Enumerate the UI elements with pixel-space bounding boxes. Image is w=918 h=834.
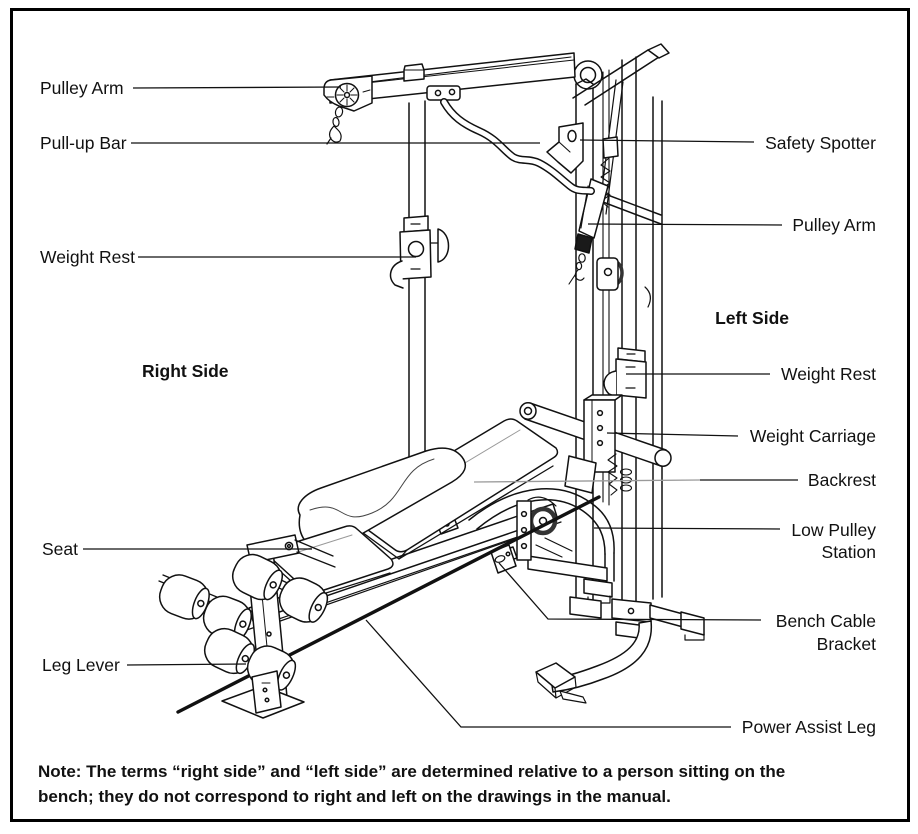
- leader-lines: [83, 86, 798, 728]
- weight-carriage-part: [519, 394, 672, 496]
- label-seat: Seat: [42, 539, 78, 559]
- low-pulley-station-part: [499, 496, 558, 563]
- leader-pulley-arm-top: [132, 86, 342, 89]
- safety-spotter-part: [546, 122, 584, 174]
- top-beam: [329, 52, 576, 104]
- weight-rest-side-part: [603, 347, 647, 399]
- label-left-side: Left Side: [715, 308, 789, 328]
- leg-lever-part: [158, 534, 336, 719]
- pull-up-bar-part: [440, 98, 595, 195]
- label-weight-rest-right: Weight Rest: [40, 247, 135, 267]
- leader-backrest-inner: [473, 479, 701, 483]
- leader-pulley-arm-side: [587, 223, 783, 226]
- front-post: [408, 100, 426, 474]
- note-line2: bench; they do not correspond to right a…: [38, 787, 671, 806]
- leader-weight-carriage: [606, 432, 739, 437]
- leader-power-assist-leg: [365, 619, 731, 728]
- label-pulley-arm-side: Pulley Arm: [792, 215, 876, 235]
- front-pulley-arm-part: [323, 75, 373, 145]
- side-pulley-arm-part: [568, 79, 624, 291]
- leader-safety-spotter: [579, 139, 755, 143]
- label-bench-cable-line1: Bench Cable: [776, 611, 876, 631]
- tower-frame: [572, 43, 670, 609]
- machine-illustration: [158, 43, 705, 719]
- label-pulley-arm-top: Pulley Arm: [40, 78, 124, 98]
- label-safety-spotter: Safety Spotter: [765, 133, 876, 153]
- base-and-feet: [468, 488, 705, 704]
- leader-leg-lever: [126, 663, 247, 666]
- label-pull-up-bar: Pull-up Bar: [40, 133, 127, 153]
- leader-low-pulley-station: [593, 527, 781, 530]
- label-right-side: Right Side: [142, 361, 229, 381]
- label-weight-carriage: Weight Carriage: [750, 426, 876, 446]
- note-line1: Note: The terms “right side” and “left s…: [38, 762, 785, 781]
- weight-rest-front-part: [389, 215, 450, 289]
- label-leg-lever: Leg Lever: [42, 655, 120, 675]
- bench-cable: [176, 495, 601, 714]
- label-power-assist-leg: Power Assist Leg: [742, 717, 876, 737]
- figure-border: [10, 8, 910, 822]
- label-low-pulley-line1: Low Pulley: [791, 520, 876, 540]
- label-low-pulley-line2: Station: [822, 542, 876, 562]
- leader-bench-cable-bracket: [498, 562, 762, 621]
- label-bench-cable-line2: Bracket: [817, 634, 876, 654]
- label-backrest: Backrest: [808, 470, 876, 490]
- label-weight-rest-left: Weight Rest: [781, 364, 876, 384]
